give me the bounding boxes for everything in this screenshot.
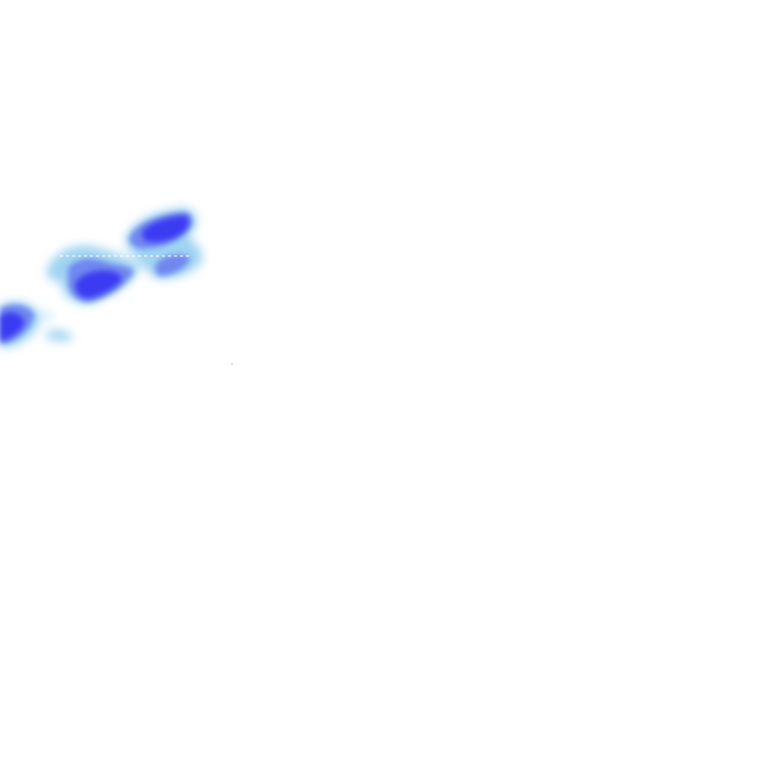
heavy-precip-layer (0, 216, 189, 340)
heavy-precip-core-east (142, 216, 189, 243)
light-precip-fragment-a (46, 330, 74, 341)
heavy-precip-core-central (75, 270, 122, 298)
precip-speck (230, 362, 234, 366)
light-precip-fragment-b (42, 313, 52, 319)
moderate-precip-cell-east-lower (155, 254, 190, 276)
heavy-precip-core-west (0, 312, 24, 340)
